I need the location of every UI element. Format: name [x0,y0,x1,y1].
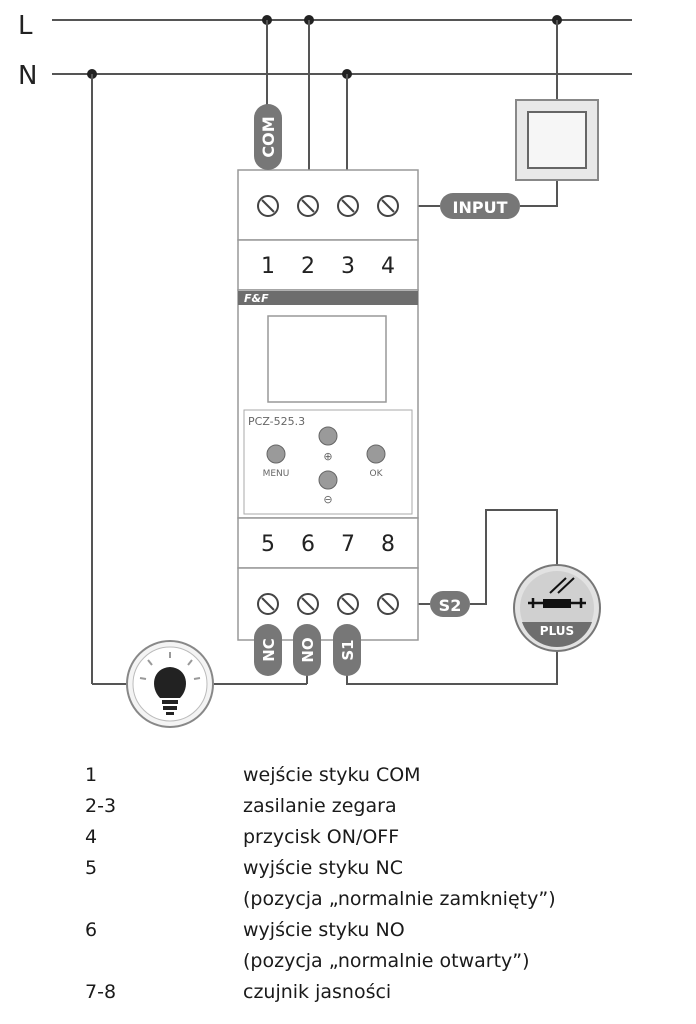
screw-terminal-3 [337,195,359,217]
legend-row: 5 wyjście styku NC [0,857,696,885]
s2-tag: S2 [430,591,470,617]
lcd-display [267,315,387,403]
screw-terminal-8 [377,593,399,615]
wall-switch [515,99,599,181]
legend-description: wyjście styku NC [243,857,403,879]
legend-description: wejście styku COM [243,764,421,786]
com-tag-label: COM [259,116,278,157]
screw-terminal-2 [297,195,319,217]
plus-button-label: ⊕ [323,450,332,463]
no-tag-label: NO [299,637,317,662]
s1-tag: S1 [333,624,361,676]
screw-terminal-4 [377,195,399,217]
light-sensor-icon: PLUS [513,564,601,652]
legend-description: zasilanie zegara [243,795,397,817]
brand-logo: F&F [244,292,269,305]
s1-tag-label: S1 [339,639,357,660]
terminal-number-6: 6 [301,532,315,557]
legend-description: czujnik jasności [243,981,392,1003]
terminal-number-5: 5 [261,532,275,557]
input-tag: INPUT [440,193,520,219]
com-tag: COM [254,104,282,170]
minus-button-label: ⊖ [323,493,332,506]
plus-button [318,426,338,446]
screw-terminal-6 [297,593,319,615]
terminal-number-3: 3 [341,254,355,279]
no-tag: NO [293,624,321,676]
legend-description: wyjście styku NO [243,919,405,941]
legend-row: 1 wejście styku COM [0,764,696,792]
terminal-number-8: 8 [381,532,395,557]
legend-row: (pozycja „normalnie otwarty”) [0,950,696,978]
menu-button-label: MENU [263,469,290,479]
minus-button [318,470,338,490]
junction-dots [87,15,562,79]
screw-terminal-7 [337,593,359,615]
nc-tag-label: NC [260,638,278,662]
legend-row: (pozycja „normalnie zamknięty”) [0,888,696,916]
wiring-diagram: L N F&F [18,11,632,728]
ok-button-label: OK [370,469,384,479]
legend-description: (pozycja „normalnie zamknięty”) [243,888,556,910]
legend-term: 2-3 [85,795,117,817]
s2-tag-label: S2 [439,596,462,615]
screw-terminal-5 [257,593,279,615]
model-label: PCZ-525.3 [248,415,305,428]
terminal-number-4: 4 [381,254,395,279]
menu-button [266,444,286,464]
line-n-label: N [18,61,37,91]
legend-row: 7-8 czujnik jasności [0,981,696,1009]
legend-term: 7-8 [85,981,117,1003]
ok-button [366,444,386,464]
legend-row: 4 przycisk ON/OFF [0,826,696,854]
legend-term: 5 [85,857,98,879]
legend-row: 6 wyjście styku NO [0,919,696,947]
line-l-label: L [18,11,33,41]
screw-terminal-1 [257,195,279,217]
legend-term: 4 [85,826,98,848]
legend-term: 1 [85,764,98,786]
sensor-label: PLUS [540,624,574,638]
legend-term: 6 [85,919,98,941]
terminal-number-1: 1 [261,254,275,279]
legend-description: (pozycja „normalnie otwarty”) [243,950,530,972]
light-bulb-icon [126,640,214,728]
timer-device: F&F PCZ-525.3 ⊕ MENU OK ⊖ [237,169,419,641]
legend-description: przycisk ON/OFF [243,826,400,848]
input-tag-label: INPUT [453,198,508,217]
terminal-number-7: 7 [341,532,355,557]
nc-tag: NC [254,624,282,676]
terminal-number-2: 2 [301,254,315,279]
legend-row: 2-3 zasilanie zegara [0,795,696,823]
